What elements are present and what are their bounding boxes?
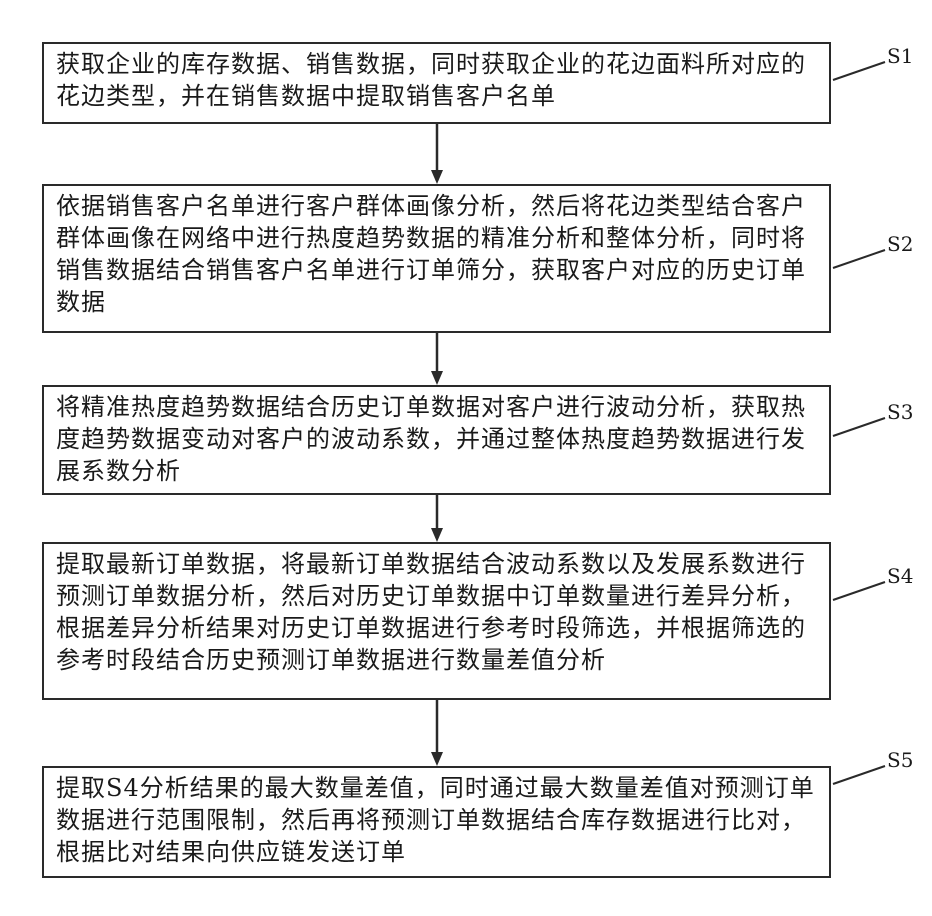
step-label-s5: S5	[887, 748, 913, 772]
leader-s4	[833, 582, 885, 600]
step-text-s2: 依据销售客户名单进行客户群体画像分析，然后将花边类型结合客户群体画像在网络中进行…	[56, 190, 817, 318]
step-text-s4: 提取最新订单数据，将最新订单数据结合波动系数以及发展系数进行预测订单数据分析，然…	[56, 548, 817, 676]
arrow-s4-s5-head	[431, 752, 443, 766]
step-label-s1: S1	[887, 44, 913, 68]
step-text-s3: 将精准热度趋势数据结合历史订单数据对客户进行波动分析，获取热度趋势数据变动对客户…	[56, 391, 817, 487]
step-box-s1: 获取企业的库存数据、销售数据，同时获取企业的花边面料所对应的花边类型，并在销售数…	[42, 42, 831, 124]
step-label-s2: S2	[887, 232, 913, 256]
arrow-s3-s4-head	[431, 528, 443, 542]
step-box-s3: 将精准热度趋势数据结合历史订单数据对客户进行波动分析，获取热度趋势数据变动对客户…	[42, 385, 831, 495]
leader-s3	[833, 418, 885, 436]
arrow-s2-s3-head	[431, 371, 443, 385]
step-box-s4: 提取最新订单数据，将最新订单数据结合波动系数以及发展系数进行预测订单数据分析，然…	[42, 542, 831, 700]
step-text-s5: 提取S4分析结果的最大数量差值，同时通过最大数量差值对预测订单数据进行范围限制，…	[56, 772, 817, 868]
step-label-s3: S3	[887, 400, 913, 424]
leader-s5	[833, 766, 885, 784]
step-text-s1: 获取企业的库存数据、销售数据，同时获取企业的花边面料所对应的花边类型，并在销售数…	[56, 48, 817, 112]
step-box-s2: 依据销售客户名单进行客户群体画像分析，然后将花边类型结合客户群体画像在网络中进行…	[42, 184, 831, 333]
arrow-s1-s2-head	[431, 170, 443, 184]
step-box-s5: 提取S4分析结果的最大数量差值，同时通过最大数量差值对预测订单数据进行范围限制，…	[42, 766, 831, 878]
step-label-s4: S4	[887, 564, 913, 588]
leader-s2	[833, 250, 885, 268]
leader-s1	[833, 62, 885, 80]
